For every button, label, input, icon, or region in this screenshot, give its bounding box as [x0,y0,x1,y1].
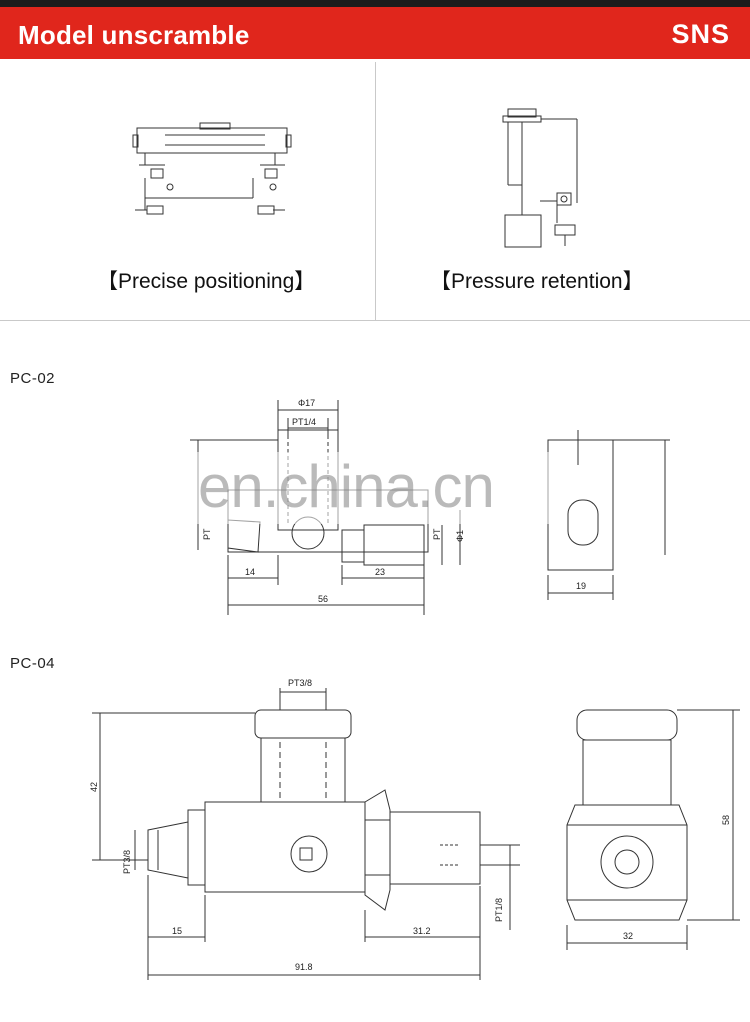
pc04-side-drawing: 58 32 [566,709,740,950]
section-divider [0,320,750,321]
top-border-line [0,0,750,7]
pc04-front-drawing: PT3/8 42 PT3/8 PT1/8 15 31.2 91.8 [89,678,520,980]
dim-15: 15 [172,926,182,936]
dim-phi17: Φ17 [298,398,315,408]
precise-positioning-schematic [132,122,292,215]
dim-14: 14 [245,567,255,577]
dim-32: 32 [623,931,633,941]
dim-56: 56 [318,594,328,604]
dim-42: 42 [89,782,99,792]
dim-pt-left: PT [202,528,212,540]
dim-58: 58 [721,815,731,825]
dim-pt38-left: PT3/8 [122,850,132,874]
pressure-retention-schematic [502,108,578,248]
column-divider [375,62,376,320]
dim-pt-right: PT [432,528,442,540]
caption-precise-positioning: 【Precise positioning】 [97,270,316,293]
header-bar: Model unscramble SNS [0,7,750,59]
brand-logo: SNS [671,19,730,49]
dim-pt18: PT1/8 [494,898,504,922]
watermark-band [185,452,565,524]
dim-23: 23 [375,567,385,577]
caption-pressure-retention: 【Pressure retention】 [430,270,644,293]
dim-91-8: 91.8 [295,962,313,972]
dim-31-2: 31.2 [413,926,431,936]
dim-pt14: PT1/4 [292,417,316,427]
model-label-pc04: PC-04 [10,655,56,672]
watermark-text: en.china.cn [198,453,495,520]
model-label-pc02: PC-02 [10,370,56,387]
dim-19: 19 [576,581,586,591]
dim-pt38-top: PT3/8 [288,678,312,688]
dim-phi-right: Φ1 [455,530,465,542]
header-title: Model unscramble [18,20,250,50]
